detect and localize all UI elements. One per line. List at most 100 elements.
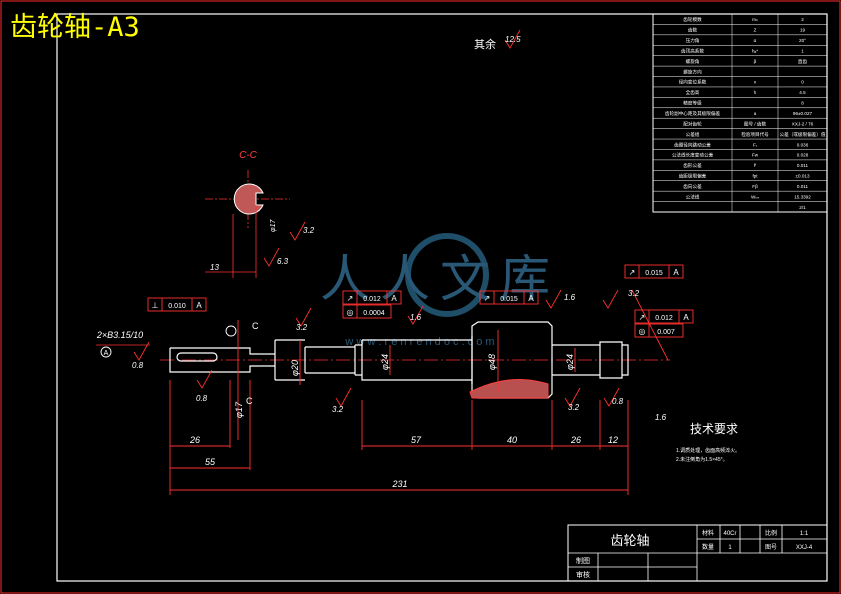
table-cell: 齿轮副中心距及其极限偏差 [665,110,721,117]
dim-26a: 26 [189,435,200,445]
table-cell: 齿数 [688,27,698,34]
tech-title: 技术要求 [690,422,738,436]
scale-label: 比例 [765,529,777,537]
table-cell: 齿圈径向跳动公差 [674,141,711,148]
dim-40: 40 [507,435,517,445]
roughness-value: 3.2 [568,403,580,412]
table-cell: Fw [752,153,759,158]
table-cell: 19 [800,28,806,33]
table-cell: fᶠ [754,163,756,168]
dimension-lines [169,289,669,495]
section-dim-width: 13 [210,263,219,272]
tolerance-frames: ⊥ 0.010 A ↗ 0.012 A ◎ 0.0004 ↗ 0.015 A [147,264,694,338]
dim-57: 57 [411,435,422,445]
section-view: C-C 13 φ17 C C [205,150,290,406]
table-cell: 螺旋角 [686,58,700,65]
detail-b-marker [225,325,237,337]
tolerance-frame: ↗ 0.015 A [624,264,684,279]
roughness-value: 0.8 [612,397,624,406]
part-name: 齿轮轴 [610,533,649,548]
tolerance-frame: ⊥ 0.010 A [147,297,207,312]
table-cell: 公差组 [686,131,700,137]
table-cell: 配对齿轮 [683,120,702,127]
dim-12: 12 [608,435,618,445]
table-cell: fpt [752,174,758,179]
tolerance-frame: ↗ 0.012 A [342,290,402,305]
roughness-value: 1.6 [410,313,422,322]
table-cell: 公法线长度变动公差 [672,152,714,159]
table-cell: 20° [799,38,806,43]
table-cell: Wₖₙ [751,194,759,199]
table-cell: ±0.013 [795,174,809,179]
table-cell: 检验项目代号 [741,131,769,138]
dim-phi24a: φ24 [380,354,390,370]
tolerance-datum: A [683,313,689,322]
dim-phi48: φ48 [487,354,497,370]
table-cell: 0.011 [797,163,809,168]
tolerance-symbol: ↗ [629,268,636,277]
section-dim-depth: φ17 [270,219,277,232]
table-cell: 0 [801,80,804,85]
dim-55: 55 [205,457,216,467]
table-cell: 螺旋方向 [683,68,702,75]
table-cell: 0.011 [797,184,809,189]
roughness-text: 其余 12.5 3.2 1.6 0.8 0.8 3.2 3.2 1.6 0.8 … [132,35,667,422]
table-cell: 齿顶高系数 [681,47,704,54]
table-cell: hₐ* [752,48,758,53]
tolerance-datum: A [391,294,397,303]
roughness-value: 3.2 [628,289,640,298]
drawing-frame [56,13,828,582]
table-cell: 2/1 [799,205,806,210]
tolerance-datum: A [528,294,534,303]
tolerance-symbol: ↗ [639,313,646,322]
table-cell: Fᵣ [753,142,758,147]
tolerance-value: 0.007 [657,329,675,336]
roughness-rest-value: 12.5 [505,35,521,44]
tolerance-value: 0.015 [645,270,663,277]
roughness-value: 3.2 [303,226,315,235]
table-cell: 0.036 [797,142,809,147]
roughness-value: 0.8 [132,361,144,370]
table-cell: 公法线 [686,193,700,200]
tolerance-frame: ↗ 0.015 A [479,290,539,305]
material-label: 材料 [702,529,714,537]
qty-value: 1 [728,545,732,551]
tolerance-symbol: ⊥ [152,301,159,310]
table-cell: 齿形公差 [683,162,702,169]
drawing-no-label: 图号 [765,544,777,551]
roughness-rest-label: 其余 [474,37,496,51]
table-cell: a [754,111,757,116]
table-cell: XXJ-2 / 76 [792,121,814,126]
design-row: 制图 [576,556,590,565]
table-cell: 精度等级 [683,100,702,107]
drawing-no-value: XXJ-4 [796,545,813,551]
table-cell: mₙ [752,17,758,22]
tolerance-value: 0.012 [655,315,673,322]
table-cell: 直齿 [798,58,808,65]
tech-item: 2.未注倒角为1.5×45°。 [676,456,728,463]
roughness-value: 0.8 [196,394,208,403]
table-cell: 2 [801,17,804,22]
watermark-url: w w w . r e n r e n d o c . c o m [344,336,494,348]
tolerance-value: 0.010 [168,303,186,310]
tolerance-value: 0.015 [500,296,518,303]
dim-phi17: φ17 [234,401,244,418]
section-mark-left: C [252,321,259,331]
roughness-value: 6.3 [277,257,289,266]
dim-231: 231 [391,479,407,489]
table-cell: 公差（或极限偏差）值 [780,131,826,138]
center-holes-note: 2×B3.15/10 [96,330,143,340]
tolerance-datum: A [196,301,202,310]
tech-item: 1.调质处理，齿面高频淬火。 [676,447,740,454]
tolerance-symbol: ◎ [639,327,646,336]
tolerance-frame: ◎ 0.0004 [342,304,392,319]
tolerance-value: 0.0004 [363,310,385,317]
tolerance-symbol: ↗ [484,294,491,303]
table-cell: 齿距极限偏差 [679,173,707,180]
tolerance-frame: ◎ 0.007 [634,323,684,338]
tolerance-symbol: ◎ [347,308,354,317]
tolerance-frame: ↗ 0.012 A [634,309,694,324]
datum-a-label: A [104,350,109,357]
